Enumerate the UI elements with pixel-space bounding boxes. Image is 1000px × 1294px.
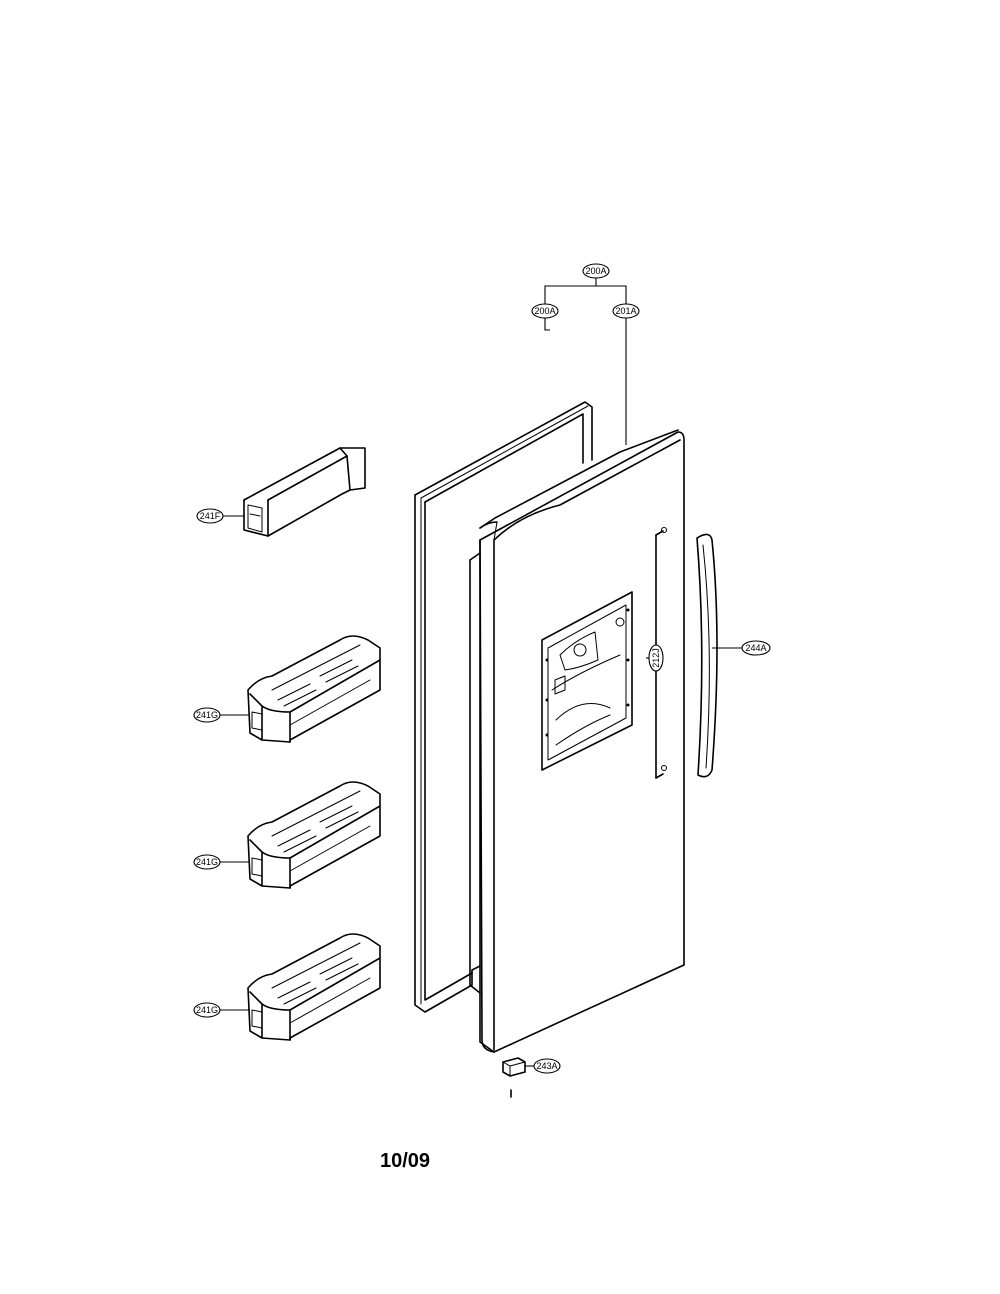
door-bin-3 <box>247 933 381 1041</box>
svg-text:200A: 200A <box>534 306 555 316</box>
svg-text:241F: 241F <box>200 511 221 521</box>
door-bin-2 <box>247 781 381 889</box>
callout-241G-3: 241G <box>193 1002 221 1018</box>
door-gasket <box>414 401 593 1013</box>
door-shell <box>469 429 685 1053</box>
door-handle <box>696 533 718 778</box>
callout-241G-1: 241G <box>193 707 221 723</box>
svg-text:212J: 212J <box>651 648 661 668</box>
callout-212J: 212J <box>648 644 664 672</box>
dispenser-recess <box>541 591 633 771</box>
callout-241F: 241F <box>196 508 224 524</box>
svg-text:244A: 244A <box>745 643 766 653</box>
leader-lines <box>220 278 742 1067</box>
callout-241G-2: 241G <box>193 854 221 870</box>
svg-text:200A: 200A <box>585 266 606 276</box>
callout-200A-top: 200A <box>582 263 610 279</box>
small-door-shelf <box>243 447 366 537</box>
svg-text:243A: 243A <box>536 1061 557 1071</box>
hinge-cap <box>502 1057 526 1098</box>
revision-date: 10/09 <box>380 1150 431 1172</box>
svg-text:241G: 241G <box>196 1005 218 1015</box>
svg-text:201A: 201A <box>615 306 636 316</box>
callout-243A: 243A <box>533 1058 561 1074</box>
callout-201A: 201A <box>612 303 640 319</box>
svg-text:241G: 241G <box>196 857 218 867</box>
door-bin-1 <box>247 635 381 743</box>
callout-200A-gasket: 200A <box>531 303 559 319</box>
callout-244A: 244A <box>741 640 771 656</box>
svg-text:241G: 241G <box>196 710 218 720</box>
